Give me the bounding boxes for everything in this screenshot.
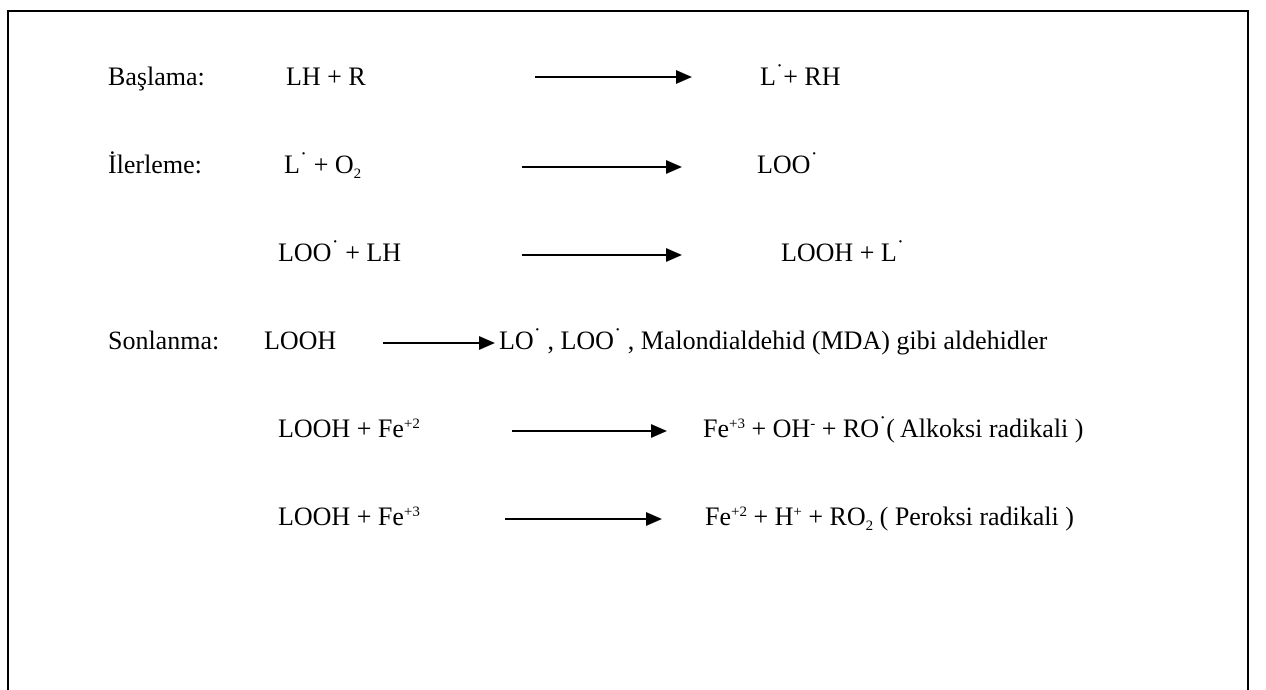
figure-frame: [7, 10, 1249, 690]
reaction-4-arrow: [383, 336, 495, 350]
reaction-1-products: L˙+ RH: [760, 59, 841, 92]
label-initiation: Başlama:: [108, 62, 205, 91]
reaction-6-products: Fe+2 + H+ + RO2 ( Peroksi radikali ): [705, 502, 1074, 534]
reaction-5-reactants: LOOH + Fe+2: [278, 414, 420, 443]
reaction-3-arrow: [522, 248, 682, 262]
reaction-3-reactants: LOO˙ + LH: [278, 235, 402, 268]
reaction-6-arrow: [505, 512, 662, 526]
reaction-1-reactants: LH + R: [286, 62, 366, 91]
reaction-4-products: LO˙ , LOO˙ , Malondialdehid (MDA) gibi a…: [499, 323, 1048, 356]
reaction-2-products: LOO˙: [757, 147, 818, 180]
reaction-5-products: Fe+3 + OH- + RO˙( Alkoksi radikali ): [703, 411, 1084, 444]
reaction-3-products: LOOH + L˙: [781, 235, 905, 268]
reaction-2-reactants: L˙ + O2: [284, 147, 362, 182]
label-propagation: İlerleme:: [108, 150, 202, 179]
label-termination: Sonlanma:: [108, 326, 220, 355]
reaction-2-arrow: [522, 160, 682, 174]
reaction-4-reactants: LOOH: [264, 326, 337, 355]
reaction-5-arrow: [512, 424, 667, 438]
reaction-1-arrow: [535, 70, 692, 84]
reaction-6-reactants: LOOH + Fe+3: [278, 502, 420, 531]
